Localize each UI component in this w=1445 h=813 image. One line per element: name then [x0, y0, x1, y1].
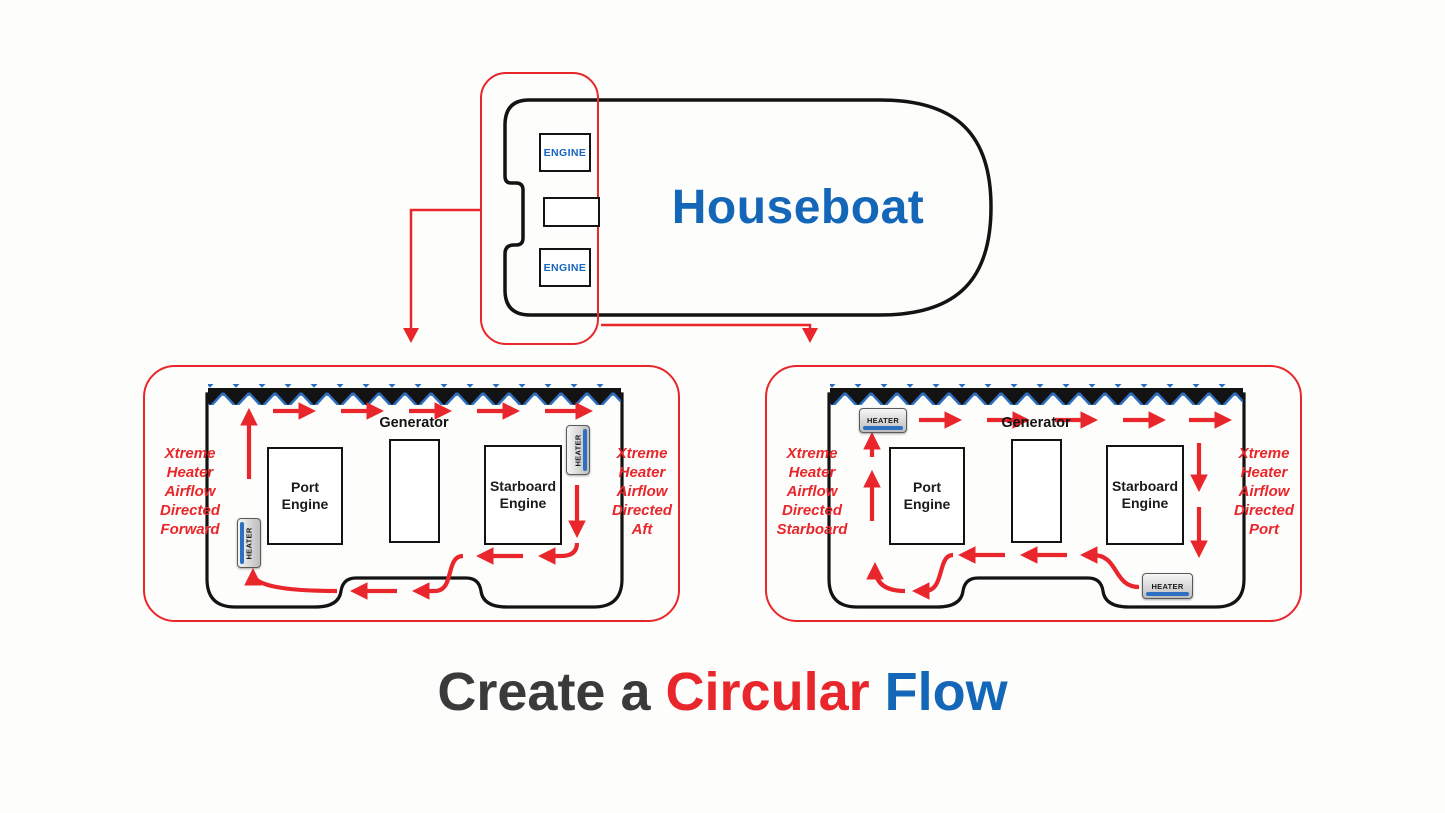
deck-hatching: [830, 384, 1243, 405]
note-line: Xtreme: [786, 445, 838, 462]
hull-cross-section-outline: [205, 392, 624, 609]
engine-bottom-label: ENGINE: [543, 261, 587, 274]
heater-label: HEATER: [244, 526, 254, 560]
heater-label: HEATER: [573, 433, 583, 467]
note-direction: Starboard: [776, 520, 848, 538]
panel-starboard-port-drawing: [827, 384, 1246, 609]
note-line: Heater: [166, 463, 214, 481]
caption-part-3: Flow: [884, 662, 1008, 722]
panel-forward-aft: Generator Port Engine Starboard Engine H…: [143, 365, 680, 622]
note-line: Heater: [1240, 463, 1288, 481]
engine-top-label: ENGINE: [543, 146, 587, 159]
note-line: Airflow: [616, 482, 668, 500]
port-engine-box: Port Engine: [267, 447, 343, 545]
airflow-note-port: Xtreme Heater Airflow Directed Port: [1225, 445, 1303, 539]
note-direction: Port: [1249, 520, 1279, 538]
note-line: Xtreme: [164, 445, 216, 462]
note-line: Airflow: [786, 482, 838, 500]
heater-vent-stripe: [1146, 592, 1189, 596]
houseboat-title: Houseboat: [671, 181, 925, 234]
airflow-arrows: [240, 402, 594, 600]
heater-label: HEATER: [1151, 581, 1184, 591]
generator-label: Generator: [379, 415, 449, 431]
airflow-note-starboard: Xtreme Heater Airflow Directed Starboard: [773, 445, 851, 539]
connector-arrow-left: [403, 208, 481, 343]
caption-part-2: Circular: [665, 662, 870, 722]
houseboat-generator-box: [543, 197, 600, 227]
houseboat-hull-outline: [503, 98, 993, 317]
heater-unit: HEATER: [566, 425, 590, 475]
panel-forward-aft-drawing: [205, 384, 624, 609]
generator-box: [1011, 439, 1062, 543]
deck-hatching: [208, 384, 621, 405]
heater-vent-stripe: [583, 429, 587, 471]
note-line: Xtreme: [1238, 445, 1290, 462]
note-direction: Aft: [631, 520, 653, 538]
note-line: Airflow: [164, 482, 216, 500]
houseboat-engine-bottom: ENGINE: [539, 248, 591, 287]
houseboat-engine-top: ENGINE: [539, 133, 591, 172]
heater-vent-stripe: [863, 426, 903, 430]
heater-unit: HEATER: [237, 518, 261, 568]
heater-label: HEATER: [866, 416, 900, 425]
note-line: Directed: [159, 501, 221, 519]
airflow-arrows: [863, 411, 1233, 600]
hull-cross-section-outline: [827, 392, 1246, 609]
heater-vent-stripe: [240, 522, 244, 564]
note-line: Heater: [618, 463, 666, 481]
generator-label: Generator: [1001, 415, 1071, 431]
starboard-engine-box: Starboard Engine: [484, 445, 562, 545]
generator-box: [389, 439, 440, 543]
heater-unit: HEATER: [859, 408, 907, 433]
note-line: Directed: [1233, 501, 1295, 519]
note-line: Directed: [781, 501, 843, 519]
panel-starboard-port: Generator Port Engine Starboard Engine H…: [765, 365, 1302, 622]
airflow-note-forward: Xtreme Heater Airflow Directed Forward: [151, 445, 229, 539]
note-line: Directed: [611, 501, 673, 519]
note-line: Xtreme: [616, 445, 668, 462]
connector-arrow-right: [601, 323, 818, 343]
heater-unit: HEATER: [1142, 573, 1193, 599]
airflow-note-aft: Xtreme Heater Airflow Directed Aft: [603, 445, 681, 539]
note-line: Airflow: [1238, 482, 1290, 500]
port-engine-box: Port Engine: [889, 447, 965, 545]
page-caption: Create a Circular Flow: [0, 661, 1445, 723]
note-line: Heater: [788, 463, 836, 481]
caption-part-1: Create a: [437, 662, 651, 722]
starboard-engine-box: Starboard Engine: [1106, 445, 1184, 545]
note-direction: Forward: [160, 520, 220, 538]
